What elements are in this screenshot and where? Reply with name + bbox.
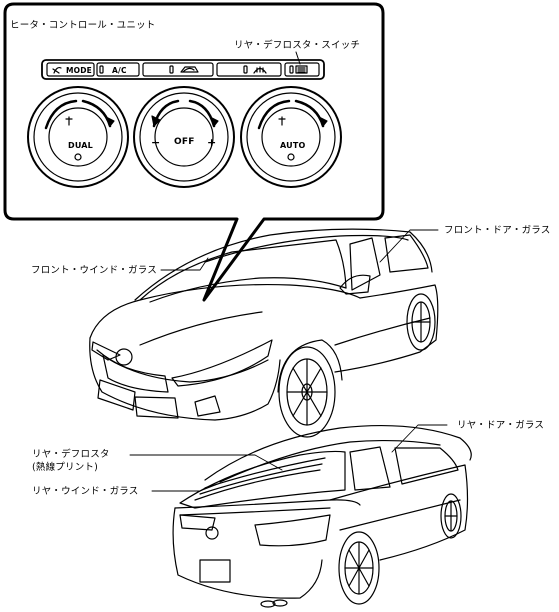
mode-fan-icon: [52, 66, 62, 74]
mode-button-label[interactable]: MODE: [66, 66, 92, 75]
front-car-illustration: [89, 228, 439, 438]
rear-defroster-icon: [295, 65, 308, 74]
callout-box: [3, 2, 385, 302]
knob-dual-label[interactable]: DUAL: [68, 141, 93, 150]
rear-defroster-label-line2: (熱線プリント): [32, 462, 99, 473]
heater-control-unit-label: ヒータ・コントロール・ユニット: [10, 20, 156, 31]
knob-right-graphic: [240, 86, 342, 188]
windshield-label: フロント・ウインド・ガラス: [31, 265, 157, 276]
front-defroster-icon: [253, 66, 267, 74]
door-glass-leader: [379, 229, 439, 263]
ac-button-label[interactable]: A/C: [112, 66, 127, 75]
rear-door-glass-leader: [391, 424, 448, 453]
rear-door-glass-label: リヤ・ドア・ガラス: [457, 420, 545, 431]
rear-window-label: リヤ・ウインド・ガラス: [32, 486, 139, 497]
rear-defroster-switch-label: リヤ・デフロスタ・スイッチ: [234, 40, 361, 51]
knob-minus-label: −: [151, 136, 161, 149]
knob-off-label[interactable]: OFF: [174, 137, 195, 147]
knob-left-graphic: [27, 86, 129, 188]
knob-auto-label[interactable]: AUTO: [280, 141, 306, 150]
rear-car-illustration: [172, 424, 472, 608]
control-panel-strip: [41, 59, 325, 80]
knob-plus-label: +: [207, 136, 217, 149]
knob-center-graphic: [133, 86, 235, 188]
switch-leader-line: [295, 51, 301, 65]
leader-lines: [129, 229, 448, 492]
rear-window-leader: [151, 483, 219, 492]
front-door-glass-label: フロント・ドア・ガラス: [444, 225, 551, 236]
rear-defroster-label-line1: リヤ・デフロスタ: [32, 449, 110, 460]
windshield-leader: [160, 257, 209, 271]
recirculation-icon: [180, 66, 199, 73]
defroster-leader: [129, 454, 283, 471]
